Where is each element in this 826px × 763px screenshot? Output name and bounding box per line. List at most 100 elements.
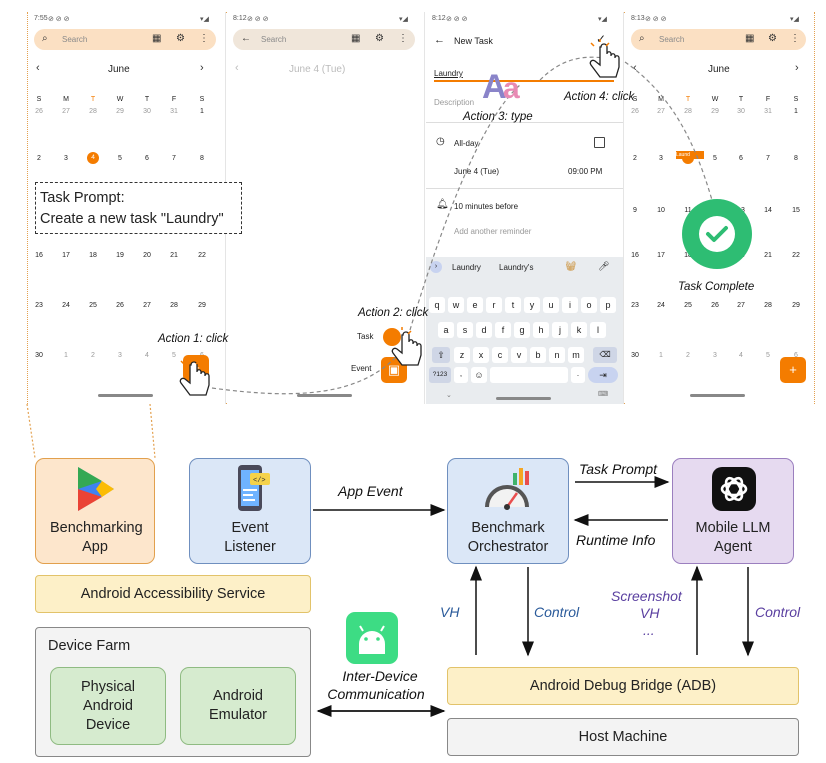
calendar-day[interactable]: 28 — [764, 302, 772, 309]
calendar-day[interactable]: 24 — [657, 302, 665, 309]
calendar-day[interactable]: 16 — [631, 252, 639, 259]
calendar-day[interactable]: 1 — [659, 352, 663, 359]
calendar-day[interactable]: 15 — [792, 207, 800, 214]
calendar-day[interactable]: 26 — [116, 302, 124, 309]
key[interactable]: b — [530, 347, 546, 363]
search-bar[interactable]: ← Search ▦ ⚙ ⋮ — [233, 29, 415, 50]
key[interactable]: z — [454, 347, 470, 363]
key[interactable]: u — [543, 297, 559, 313]
calendar-day[interactable]: 21 — [170, 252, 178, 259]
more-icon[interactable]: ⋮ — [398, 33, 408, 44]
key[interactable]: m — [568, 347, 584, 363]
calendar-day[interactable]: 30 — [143, 108, 151, 115]
calendar-day[interactable]: 6 — [794, 352, 798, 359]
calendar-day[interactable]: 28 — [684, 108, 692, 115]
calendar-day[interactable]: 17 — [62, 252, 70, 259]
calendar-day[interactable]: 8 — [200, 155, 204, 162]
key[interactable]: w — [448, 297, 464, 313]
calendar-day[interactable]: 2 — [91, 352, 95, 359]
key[interactable]: n — [549, 347, 565, 363]
calendar-day[interactable]: 27 — [62, 108, 70, 115]
space-key[interactable] — [490, 367, 568, 383]
calendar-day[interactable]: 1 — [794, 108, 798, 115]
calendar-day[interactable]: 27 — [143, 302, 151, 309]
calendar-day[interactable]: 28 — [89, 108, 97, 115]
calendar-day[interactable]: 30 — [737, 108, 745, 115]
key[interactable]: d — [476, 322, 492, 338]
calendar-day[interactable]: 6 — [739, 155, 743, 162]
grid-icon[interactable]: ▦ — [152, 33, 162, 44]
key[interactable]: e — [467, 297, 483, 313]
key[interactable]: k — [571, 322, 587, 338]
menu-event-label[interactable]: Event — [351, 364, 372, 373]
calendar-day[interactable]: 22 — [792, 252, 800, 259]
prev-month-icon[interactable]: ‹ — [633, 62, 637, 74]
calendar-day[interactable]: 2 — [633, 155, 637, 162]
calendar-day[interactable]: 2 — [37, 155, 41, 162]
time-value[interactable]: 09:00 PM — [568, 167, 603, 176]
allday-checkbox[interactable] — [594, 137, 605, 148]
calendar-day[interactable]: 6 — [145, 155, 149, 162]
back-arrow-icon[interactable]: ← — [434, 34, 445, 46]
gear-icon[interactable]: ⚙ — [768, 33, 777, 44]
calendar-day[interactable]: 27 — [657, 108, 665, 115]
calendar-day[interactable]: 23 — [631, 302, 639, 309]
more-icon[interactable]: ⋮ — [790, 33, 800, 44]
calendar-day[interactable]: 16 — [35, 252, 43, 259]
description-input[interactable]: Description — [434, 98, 475, 107]
key[interactable]: c — [492, 347, 508, 363]
add-button[interactable]: + — [780, 357, 806, 383]
calendar-day[interactable]: 26 — [35, 108, 43, 115]
key[interactable]: o — [581, 297, 597, 313]
calendar-day[interactable]: 21 — [764, 252, 772, 259]
key[interactable]: s — [457, 322, 473, 338]
calendar-day[interactable]: 3 — [64, 155, 68, 162]
event-chip[interactable]: Laund — [676, 151, 704, 159]
calendar-day[interactable]: 24 — [62, 302, 70, 309]
shift-key-icon[interactable]: ⇧ — [432, 347, 450, 363]
calendar-day[interactable]: 3 — [713, 352, 717, 359]
calendar-day[interactable]: 9 — [633, 207, 637, 214]
calendar-day[interactable]: 5 — [713, 155, 717, 162]
basket-icon[interactable]: 🧺︎ — [565, 261, 577, 271]
key[interactable]: p — [600, 297, 616, 313]
key[interactable]: r — [486, 297, 502, 313]
key[interactable]: h — [533, 322, 549, 338]
calendar-day[interactable]: 14 — [764, 207, 772, 214]
calendar-day[interactable]: 26 — [631, 108, 639, 115]
calendar-day[interactable]: 5 — [118, 155, 122, 162]
next-month-icon[interactable]: › — [795, 62, 799, 74]
calendar-day[interactable]: 1 — [64, 352, 68, 359]
grid-icon[interactable]: ▦ — [745, 33, 755, 44]
calendar-day[interactable]: 29 — [792, 302, 800, 309]
key[interactable]: v — [511, 347, 527, 363]
key[interactable]: t — [505, 297, 521, 313]
calendar-day[interactable]: 1 — [200, 108, 204, 115]
calendar-day[interactable]: 7 — [766, 155, 770, 162]
prev-day-icon[interactable]: ‹ — [235, 62, 239, 74]
calendar-day[interactable]: 31 — [170, 108, 178, 115]
key[interactable]: q — [429, 297, 445, 313]
search-bar[interactable]: ⌕ Search ▦ ⚙ ⋮ — [34, 29, 216, 50]
suggestion-2[interactable]: Laundry's — [499, 263, 534, 272]
next-month-icon[interactable]: › — [200, 62, 204, 74]
save-check-icon[interactable]: ✓ — [596, 32, 607, 46]
enter-key-icon[interactable]: ⇥ — [588, 367, 618, 383]
calendar-day[interactable]: 5 — [172, 352, 176, 359]
calendar-day[interactable]: 27 — [737, 302, 745, 309]
task-option-icon[interactable] — [383, 328, 401, 346]
key[interactable]: l — [590, 322, 606, 338]
calendar-day[interactable]: 7 — [172, 155, 176, 162]
search-bar[interactable]: ⌕ Search ▦ ⚙ ⋮ — [631, 29, 806, 50]
emoji-icon[interactable]: ☺ — [471, 367, 487, 383]
gear-icon[interactable]: ⚙ — [176, 33, 185, 44]
key[interactable]: x — [473, 347, 489, 363]
back-arrow-icon[interactable]: ← — [241, 33, 251, 44]
expand-icon[interactable]: › — [430, 261, 442, 273]
calendar-day[interactable]: 5 — [766, 352, 770, 359]
calendar-day[interactable]: 30 — [35, 352, 43, 359]
calendar-day[interactable]: 18 — [684, 252, 692, 259]
calendar-day[interactable]: 29 — [711, 108, 719, 115]
key[interactable]: j — [552, 322, 568, 338]
calendar-day[interactable]: 4 — [739, 352, 743, 359]
